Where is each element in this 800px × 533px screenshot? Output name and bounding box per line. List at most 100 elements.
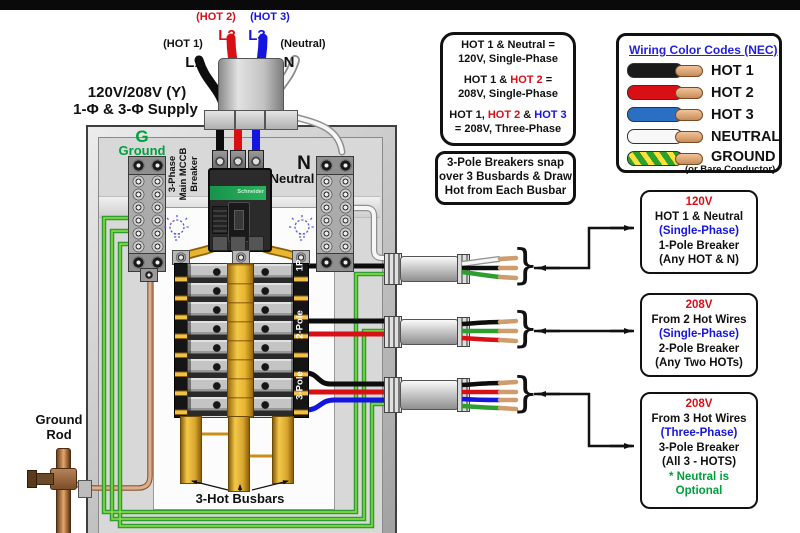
hot2-paren-label: (HOT 2)	[196, 11, 236, 23]
hot1-paren-label: (HOT 1)	[163, 38, 203, 50]
hot1-line-label: L1	[185, 54, 203, 71]
ground-bus-top-screws	[128, 156, 166, 175]
info-line-1b: 120V, Single-Phase	[458, 52, 558, 65]
cable1-end-connector	[457, 254, 470, 284]
callout1-l2: (Single-Phase)	[659, 225, 739, 237]
wire-copper-end	[675, 64, 703, 77]
busbar-mount-screw	[232, 250, 250, 265]
wire-copper-end	[675, 108, 703, 121]
right-breaker-column	[253, 263, 295, 418]
hot-busbar-1	[180, 416, 202, 484]
callout3-l4: (All 3 - HOTS)	[661, 456, 737, 468]
snap-line-3: Hot from Each Busbar	[444, 185, 567, 197]
legend-label-hot2: HOT 2	[711, 85, 754, 101]
left-stab-rail	[174, 263, 189, 418]
hot-busbar-2	[228, 416, 250, 492]
right-stab-rail	[293, 263, 309, 418]
neutral-bus-label: Neutral	[269, 171, 315, 186]
main-breaker-label-l1: 3-Phase	[167, 155, 178, 193]
legend-ground-sub: (or Bare Conductor)	[685, 163, 776, 175]
cable3-sheath	[400, 380, 459, 410]
left-breaker-column	[187, 263, 229, 418]
group-label-1-pole: 1P	[294, 259, 306, 272]
main-breaker-label-l3: Breaker	[188, 156, 200, 192]
callout3-l2: (Three-Phase)	[660, 427, 738, 439]
info-3b: HOT 2	[487, 109, 521, 121]
neutral-bus-terminals	[316, 175, 354, 253]
ground-bus	[128, 156, 166, 272]
cable2-sheath	[400, 319, 459, 345]
info-2a: HOT 1 &	[463, 74, 511, 86]
main-breaker-rating-plate	[212, 206, 228, 234]
neutral-wire-swatch	[627, 128, 705, 144]
callout-208v-2pole: 208V From 2 Hot Wires (Single-Phase) 2-P…	[640, 293, 758, 377]
ground-rod-label-2: Rod	[46, 427, 72, 442]
spacer	[443, 66, 573, 74]
snap-note-box: 3-Pole Breakers snap over 3 Busbards & D…	[435, 151, 576, 205]
info-3a: HOT 1,	[449, 109, 488, 121]
hot3-paren-label: (HOT 3)	[250, 11, 290, 23]
info-3d: HOT 3	[534, 109, 567, 121]
legend-label-ground: GROUND	[711, 149, 776, 165]
callout3-voltage: 208V	[685, 398, 713, 410]
neutral-line-label: N	[283, 54, 295, 71]
cable2-end-connector	[457, 317, 470, 347]
neutral-bus-top-screws	[316, 156, 354, 175]
group-label-3-pole: 3-Pole	[294, 371, 306, 400]
wire-copper-end	[675, 130, 703, 143]
title-bar	[0, 0, 800, 10]
main-breaker-handle-slot	[234, 210, 244, 230]
legend-label-neutral: NEUTRAL	[711, 129, 781, 145]
hot2-line-label: L2	[218, 27, 236, 44]
ground-rod	[56, 448, 71, 533]
ground-bus-terminals	[128, 175, 166, 253]
info-line-2d: 208V, Single-Phase	[458, 87, 558, 100]
callout3-l1: From 3 Hot Wires	[651, 412, 747, 425]
group-label-2-pole: 2-Pole	[294, 310, 306, 339]
neutral-bus-bottom-screws	[316, 253, 354, 272]
busbars-label: 3-Hot Busbars	[195, 491, 285, 506]
callout3-note1: * Neutral is	[668, 470, 730, 483]
callout-120v: 120V HOT 1 & Neutral (Single-Phase) 1-Po…	[640, 190, 758, 274]
wiring-color-legend: Wiring Color Codes (NEC) HOT 1 HOT 2 HOT…	[616, 33, 782, 175]
info-3c: &	[520, 109, 535, 121]
callout3-note2: Optional	[675, 485, 723, 497]
info-line-1a: HOT 1 & Neutral =	[461, 39, 555, 51]
hot3-wire-swatch	[627, 106, 705, 122]
ground-bus-label: Ground	[118, 143, 166, 158]
snap-line-2: over 3 Busbards & Draw	[439, 171, 572, 183]
ground-bus-foot-lug	[140, 268, 158, 282]
main-breaker-green-band: Schneider	[210, 186, 266, 200]
snap-line-1: 3-Pole Breakers snap	[447, 157, 564, 169]
main-breaker-lug-1	[212, 236, 228, 251]
callout3-l3: 3-Pole Breaker	[658, 441, 740, 454]
wire-copper-end	[675, 152, 703, 165]
legend-title: Wiring Color Codes (NEC)	[629, 43, 778, 57]
ground-rod-label-1: Ground	[35, 412, 83, 427]
hot3-line-label: L3	[248, 27, 266, 44]
hot1-wire-swatch	[627, 62, 705, 78]
info-line-2: HOT 1 & HOT 2 =	[443, 74, 573, 88]
info-line-3: HOT 1, HOT 2 & HOT 3	[443, 109, 573, 123]
callout2-l2: (Single-Phase)	[659, 328, 739, 340]
info-line-3e: = 208V, Three-Phase	[454, 122, 562, 135]
info-2b: HOT 2	[510, 74, 543, 86]
neutral-letter-label: N	[297, 153, 311, 174]
wire-sheath	[627, 151, 683, 166]
cable1-brace: }	[512, 240, 539, 289]
service-conduit	[218, 58, 284, 116]
callout2-l3: 2-Pole Breaker	[658, 342, 740, 355]
ground-wire-swatch	[627, 150, 705, 166]
spacer	[443, 101, 573, 109]
wire-copper-end	[675, 86, 703, 99]
callout1-l4: (Any HOT & N)	[659, 254, 739, 266]
arrow-callout-3	[534, 392, 634, 448]
legend-label-hot1: HOT 1	[711, 63, 754, 79]
cable3-brace: }	[512, 368, 539, 417]
ground-letter-label: G	[135, 127, 149, 146]
info-2c: =	[542, 74, 553, 86]
hot-busbar-3	[272, 416, 294, 484]
hot2-wire-swatch	[627, 84, 705, 100]
arrow-callout-1	[534, 226, 634, 270]
